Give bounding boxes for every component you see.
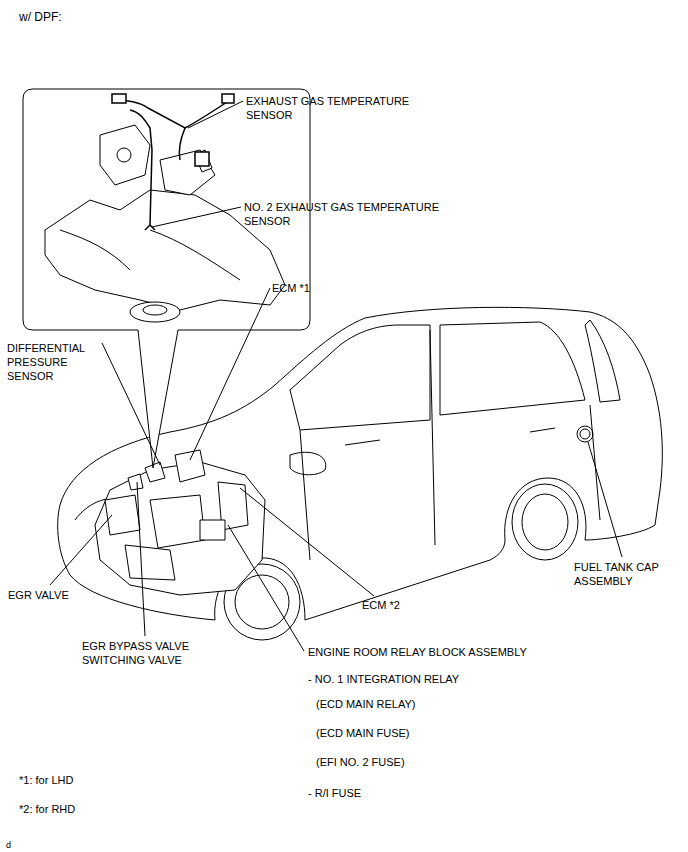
part-label: *2: for RHD xyxy=(19,802,75,816)
part-label: FUEL TANK CAP ASSEMBLY xyxy=(574,560,674,588)
part-label: (ECD MAIN RELAY) xyxy=(316,697,415,711)
engine xyxy=(95,450,265,595)
part-label: *1: for LHD xyxy=(19,773,73,787)
part-label: EGR VALVE xyxy=(8,588,69,602)
part-label: ECM *2 xyxy=(362,598,400,612)
part-label: EXHAUST GAS TEMPERATURE SENSOR xyxy=(246,94,436,122)
part-label: - NO. 1 INTEGRATION RELAY xyxy=(308,672,459,686)
part-label: EGR BYPASS VALVE SWITCHING VALVE xyxy=(82,639,232,667)
diagram-title: w/ DPF: xyxy=(19,10,62,24)
part-label: ENGINE ROOM RELAY BLOCK ASSEMBLY xyxy=(308,645,527,659)
part-label: DIFFERENTIAL PRESSURE SENSOR xyxy=(7,341,103,383)
inset-panel xyxy=(23,89,310,468)
part-label: (EFI NO. 2 FUSE) xyxy=(316,755,405,769)
part-label: d xyxy=(6,838,11,852)
part-label: NO. 2 EXHAUST GAS TEMPERATURE SENSOR xyxy=(244,200,444,228)
part-label: ECM *1 xyxy=(272,281,310,295)
part-label: - R/I FUSE xyxy=(308,786,361,800)
leader-lines xyxy=(50,101,622,651)
part-label: (ECD MAIN FUSE) xyxy=(316,726,410,740)
